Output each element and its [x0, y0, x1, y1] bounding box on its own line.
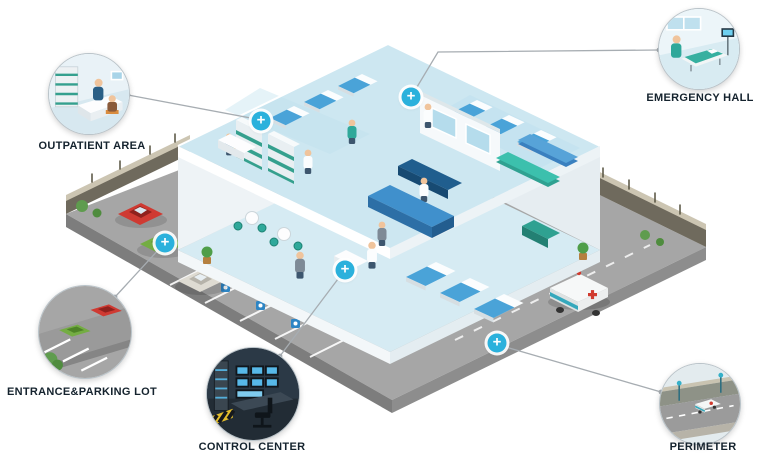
perimeter-callout [659, 363, 741, 445]
emergency-hall-thumbnail [659, 9, 739, 89]
plus-marker-emergency-icon[interactable]: + [401, 87, 421, 107]
emergency-hall-callout [658, 8, 740, 90]
plus-marker-outpatient-icon[interactable]: + [251, 111, 271, 131]
control-center-label: CONTROL CENTER [198, 441, 306, 453]
consultation-desk [218, 133, 256, 161]
entrance-parking-lot-thumbnail [39, 286, 131, 378]
plus-marker-perimeter-icon[interactable]: + [487, 333, 507, 353]
side-cabinet [522, 220, 560, 248]
outpatient-area-thumbnail [49, 54, 129, 134]
entrance-parking-lot-label: ENTRANCE&PARKING LOT [6, 386, 158, 398]
outpatient-area-callout [48, 53, 130, 135]
perimeter-thumbnail [660, 364, 740, 444]
outpatient-area-label: OUTPATIENT AREA [38, 140, 146, 152]
control-center-thumbnail [207, 348, 299, 440]
reception-desk [368, 159, 462, 238]
plus-marker-parking-icon[interactable]: + [155, 233, 175, 253]
bushes [76, 200, 664, 246]
ambulance [548, 270, 610, 316]
entrance-parking-lot-callout [38, 285, 132, 379]
control-center-callout [206, 347, 300, 441]
plus-marker-control-icon[interactable]: + [335, 260, 355, 280]
perimeter-label: PERIMETER [669, 441, 737, 453]
waiting-benches [496, 134, 578, 187]
emergency-hall-label: EMERGENCY HALL [646, 92, 754, 104]
tables-and-stools [233, 211, 303, 251]
